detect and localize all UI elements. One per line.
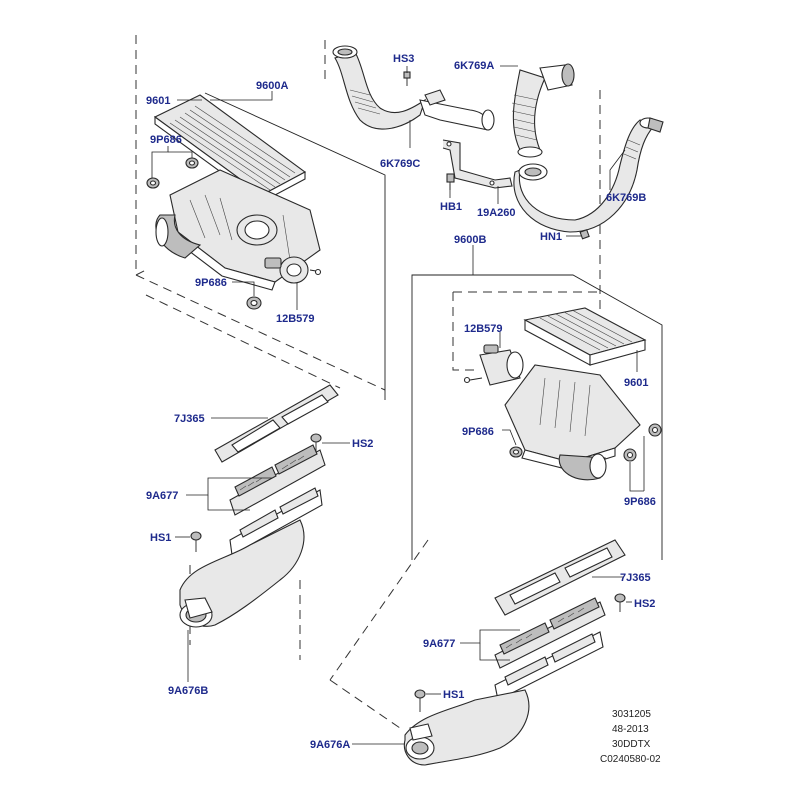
leader-lines — [151, 65, 645, 745]
callout-9600a: 9600A — [256, 80, 288, 92]
duct-9a677-right — [494, 597, 606, 701]
air-filter-element-right — [523, 307, 647, 366]
seal-7j365-left — [214, 384, 339, 463]
reference-line-4: C0240580-02 — [600, 754, 661, 765]
bolt-hs2-right — [614, 593, 626, 612]
maf-sensor-left — [264, 256, 322, 284]
intake-duct-6k769c — [332, 45, 495, 131]
group-outline-9600b — [411, 274, 663, 560]
grommet-right-1 — [509, 446, 523, 458]
callout-hs1-right: HS1 — [443, 689, 464, 701]
callout-6k769a: 6K769A — [454, 60, 494, 72]
callout-7j365-right: 7J365 — [620, 572, 651, 584]
bolt-hs1-left — [190, 531, 202, 552]
callout-12b579-left: 12B579 — [276, 313, 315, 325]
callout-hb1: HB1 — [440, 201, 462, 213]
nut-hn1 — [579, 229, 590, 240]
callout-hs2-right: HS2 — [634, 598, 655, 610]
bracket-19a260 — [442, 139, 513, 189]
bolt-hs1-right — [414, 689, 426, 712]
grommet-left-3 — [246, 296, 262, 310]
bolt-hs3 — [403, 71, 411, 86]
callout-9a677-right: 9A677 — [423, 638, 455, 650]
bolt-hs2-left — [310, 433, 322, 452]
group-outline-9600a — [204, 92, 386, 400]
callout-hs3: HS3 — [393, 53, 414, 65]
callout-6k769b: 6K769B — [606, 192, 646, 204]
reference-line-1: 3031205 — [612, 709, 651, 720]
maf-sensor-right — [463, 344, 524, 386]
callout-19a260: 19A260 — [477, 207, 516, 219]
bolt-hb1 — [446, 173, 455, 190]
duct-9a676a — [403, 689, 530, 766]
callout-9a676a: 9A676A — [310, 739, 350, 751]
callout-9p686-right-bottom: 9P686 — [624, 496, 656, 508]
reference-block: 3031205 48-2013 30DDTX C0240580-02 — [600, 709, 661, 765]
intake-duct-6k769a — [511, 63, 575, 158]
grommet-right-3 — [623, 448, 637, 462]
callout-9p686-left-bottom: 9P686 — [195, 277, 227, 289]
grommet-left-1 — [146, 177, 160, 189]
air-cleaner-housing-left — [155, 169, 321, 291]
duct-9a676b — [179, 519, 305, 628]
callout-9601-left: 9601 — [146, 95, 170, 107]
reference-line-3: 30DDTX — [612, 739, 651, 750]
callout-9600b: 9600B — [454, 234, 486, 246]
callout-9601-right: 9601 — [624, 377, 648, 389]
callout-hs1-left: HS1 — [150, 532, 171, 544]
reference-line-2: 48-2013 — [612, 724, 649, 735]
callout-9a677-left: 9A677 — [146, 490, 178, 502]
callout-hs2-left: HS2 — [352, 438, 373, 450]
callout-7j365-left: 7J365 — [174, 413, 205, 425]
callout-9p686-left-top: 9P686 — [150, 134, 182, 146]
grommet-right-2 — [648, 423, 662, 437]
grommet-left-2 — [185, 157, 199, 169]
air-cleaner-housing-right — [504, 364, 641, 481]
callout-9a676b: 9A676B — [168, 685, 208, 697]
seal-7j365-right — [494, 539, 626, 616]
callout-9p686-right-left: 9P686 — [462, 426, 494, 438]
intake-duct-6k769b — [513, 117, 664, 233]
callout-12b579-right: 12B579 — [464, 323, 503, 335]
callout-hn1: HN1 — [540, 231, 562, 243]
callout-6k769c: 6K769C — [380, 158, 420, 170]
